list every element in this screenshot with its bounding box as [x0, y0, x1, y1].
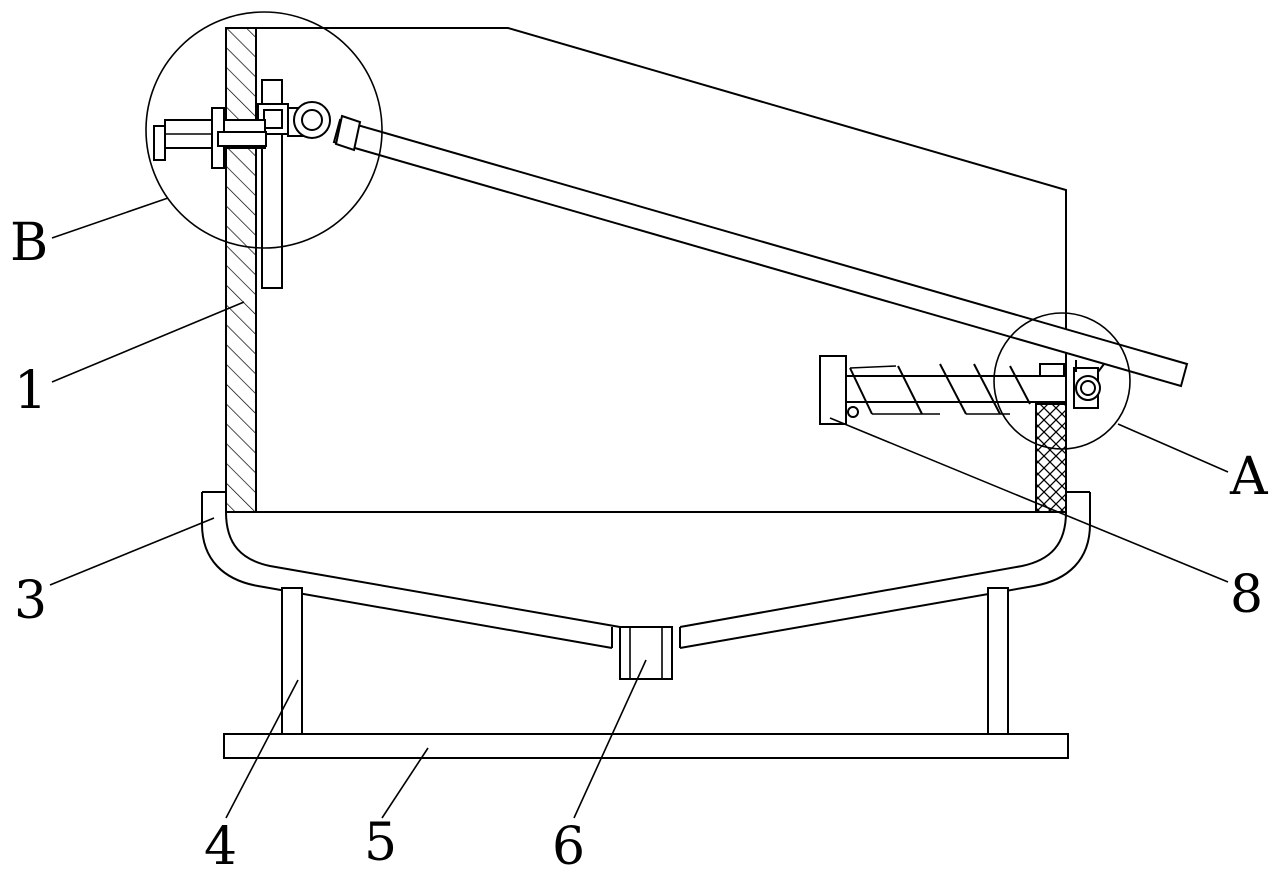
hopper-tray [201, 491, 1091, 649]
label-3: 3 [14, 571, 47, 631]
right-post [1035, 403, 1067, 513]
inclined-screen-bar [332, 118, 1189, 388]
left-wall [225, 27, 257, 513]
base-plate [223, 733, 1069, 759]
leader-lines [49, 197, 1229, 819]
right-leg [987, 587, 1009, 735]
spring-assembly [819, 355, 1105, 425]
detail-circle-b [145, 11, 383, 249]
label-5: 5 [364, 813, 397, 873]
label-6: 6 [552, 817, 585, 877]
label-4: 4 [204, 817, 237, 877]
left-clamp-assembly [153, 79, 362, 289]
outlet [619, 626, 673, 680]
label-a: A [1229, 447, 1269, 507]
label-8: 8 [1230, 565, 1263, 625]
left-leg [281, 587, 303, 735]
housing-frame [226, 27, 1067, 513]
label-1: 1 [14, 361, 47, 421]
label-b: B [10, 213, 48, 273]
detail-circle-a [993, 312, 1131, 450]
